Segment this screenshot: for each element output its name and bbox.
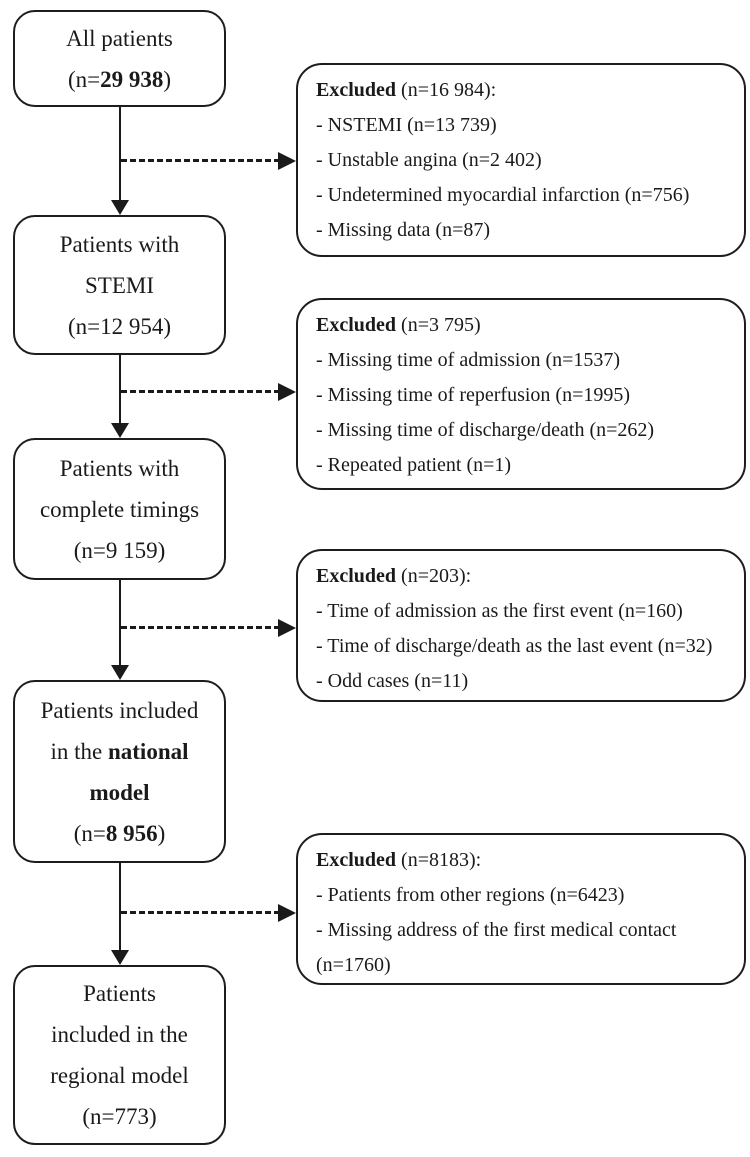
- box-count: (n=12 954): [67, 313, 172, 339]
- exclusion-header: Excluded (n=3 795): [316, 314, 481, 336]
- exclusion-item: - Time of admission as the first event (…: [316, 600, 683, 622]
- arrowhead-down-3-icon: [111, 665, 129, 680]
- exclusion-item: - Missing time of reperfusion (n=1995): [316, 384, 631, 406]
- exclusion-item: - Time of discharge/death as the last ev…: [316, 635, 713, 657]
- flow-box-all-patients: All patients (n=29 938): [13, 10, 226, 107]
- dashed-arrow-line-2: [121, 390, 280, 393]
- exclusion-box-3: Excluded (n=203): - Time of admission as…: [296, 549, 746, 702]
- exclusion-item: - Missing time of admission (n=1537): [316, 349, 621, 371]
- box-line: model: [89, 779, 150, 805]
- arrow-line-1: [119, 107, 121, 202]
- flow-box-national-model: Patients included in the national model …: [13, 680, 226, 863]
- exclusion-header: Excluded (n=16 984):: [316, 79, 497, 101]
- arrowhead-right-1-icon: [278, 152, 296, 170]
- dashed-arrow-line-3: [121, 626, 280, 629]
- exclusion-item: - Missing address of the first medical c…: [316, 919, 677, 941]
- box-line: Patients with: [59, 455, 180, 481]
- box-line: regional model: [50, 1063, 189, 1088]
- exclusion-item: - NSTEMI (n=13 739): [316, 114, 497, 136]
- exclusion-item: - Unstable angina (n=2 402): [316, 149, 542, 171]
- box-line: Patients included: [40, 697, 199, 723]
- arrowhead-down-1-icon: [111, 200, 129, 215]
- arrow-line-4: [119, 863, 121, 952]
- box-line: included in the: [51, 1022, 188, 1047]
- box-line: Patients: [83, 981, 156, 1006]
- arrowhead-down-4-icon: [111, 950, 129, 965]
- box-line: in the national: [50, 738, 189, 764]
- arrowhead-right-3-icon: [278, 619, 296, 637]
- exclusion-item-continued: (n=1760): [316, 954, 391, 976]
- exclusion-header: Excluded (n=203):: [316, 565, 472, 587]
- flow-box-stemi: Patients with STEMI (n=12 954): [13, 215, 226, 355]
- dashed-arrow-line-1: [121, 159, 280, 162]
- flow-box-complete-timings: Patients with complete timings (n=9 159): [13, 438, 226, 580]
- exclusion-item: - Patients from other regions (n=6423): [316, 884, 625, 906]
- arrow-line-2: [119, 355, 121, 425]
- exclusion-item: - Missing data (n=87): [316, 219, 491, 241]
- arrowhead-down-2-icon: [111, 423, 129, 438]
- box-count: (n=29 938): [67, 66, 172, 92]
- exclusion-item: - Odd cases (n=11): [316, 670, 469, 692]
- exclusion-box-2: Excluded (n=3 795) - Missing time of adm…: [296, 298, 746, 490]
- dashed-arrow-line-4: [121, 911, 280, 914]
- flow-box-regional-model: Patients included in the regional model …: [13, 965, 226, 1145]
- exclusion-box-4: Excluded (n=8183): - Patients from other…: [296, 833, 746, 985]
- arrowhead-right-2-icon: [278, 383, 296, 401]
- exclusion-box-1: Excluded (n=16 984): - NSTEMI (n=13 739)…: [296, 63, 746, 257]
- exclusion-item: - Missing time of discharge/death (n=262…: [316, 419, 655, 441]
- exclusion-item: - Repeated patient (n=1): [316, 454, 512, 476]
- box-count: (n=8 956): [73, 820, 166, 846]
- box-line: complete timings: [39, 496, 200, 522]
- exclusion-item: - Undetermined myocardial infarction (n=…: [316, 184, 690, 206]
- box-line: STEMI: [85, 272, 154, 298]
- box-line: Patients with: [59, 231, 180, 257]
- box-count: (n=9 159): [73, 537, 166, 563]
- box-line: All patients: [66, 25, 173, 51]
- arrow-line-3: [119, 580, 121, 667]
- exclusion-header: Excluded (n=8183):: [316, 849, 482, 871]
- arrowhead-right-4-icon: [278, 904, 296, 922]
- box-count: (n=773): [82, 1104, 157, 1129]
